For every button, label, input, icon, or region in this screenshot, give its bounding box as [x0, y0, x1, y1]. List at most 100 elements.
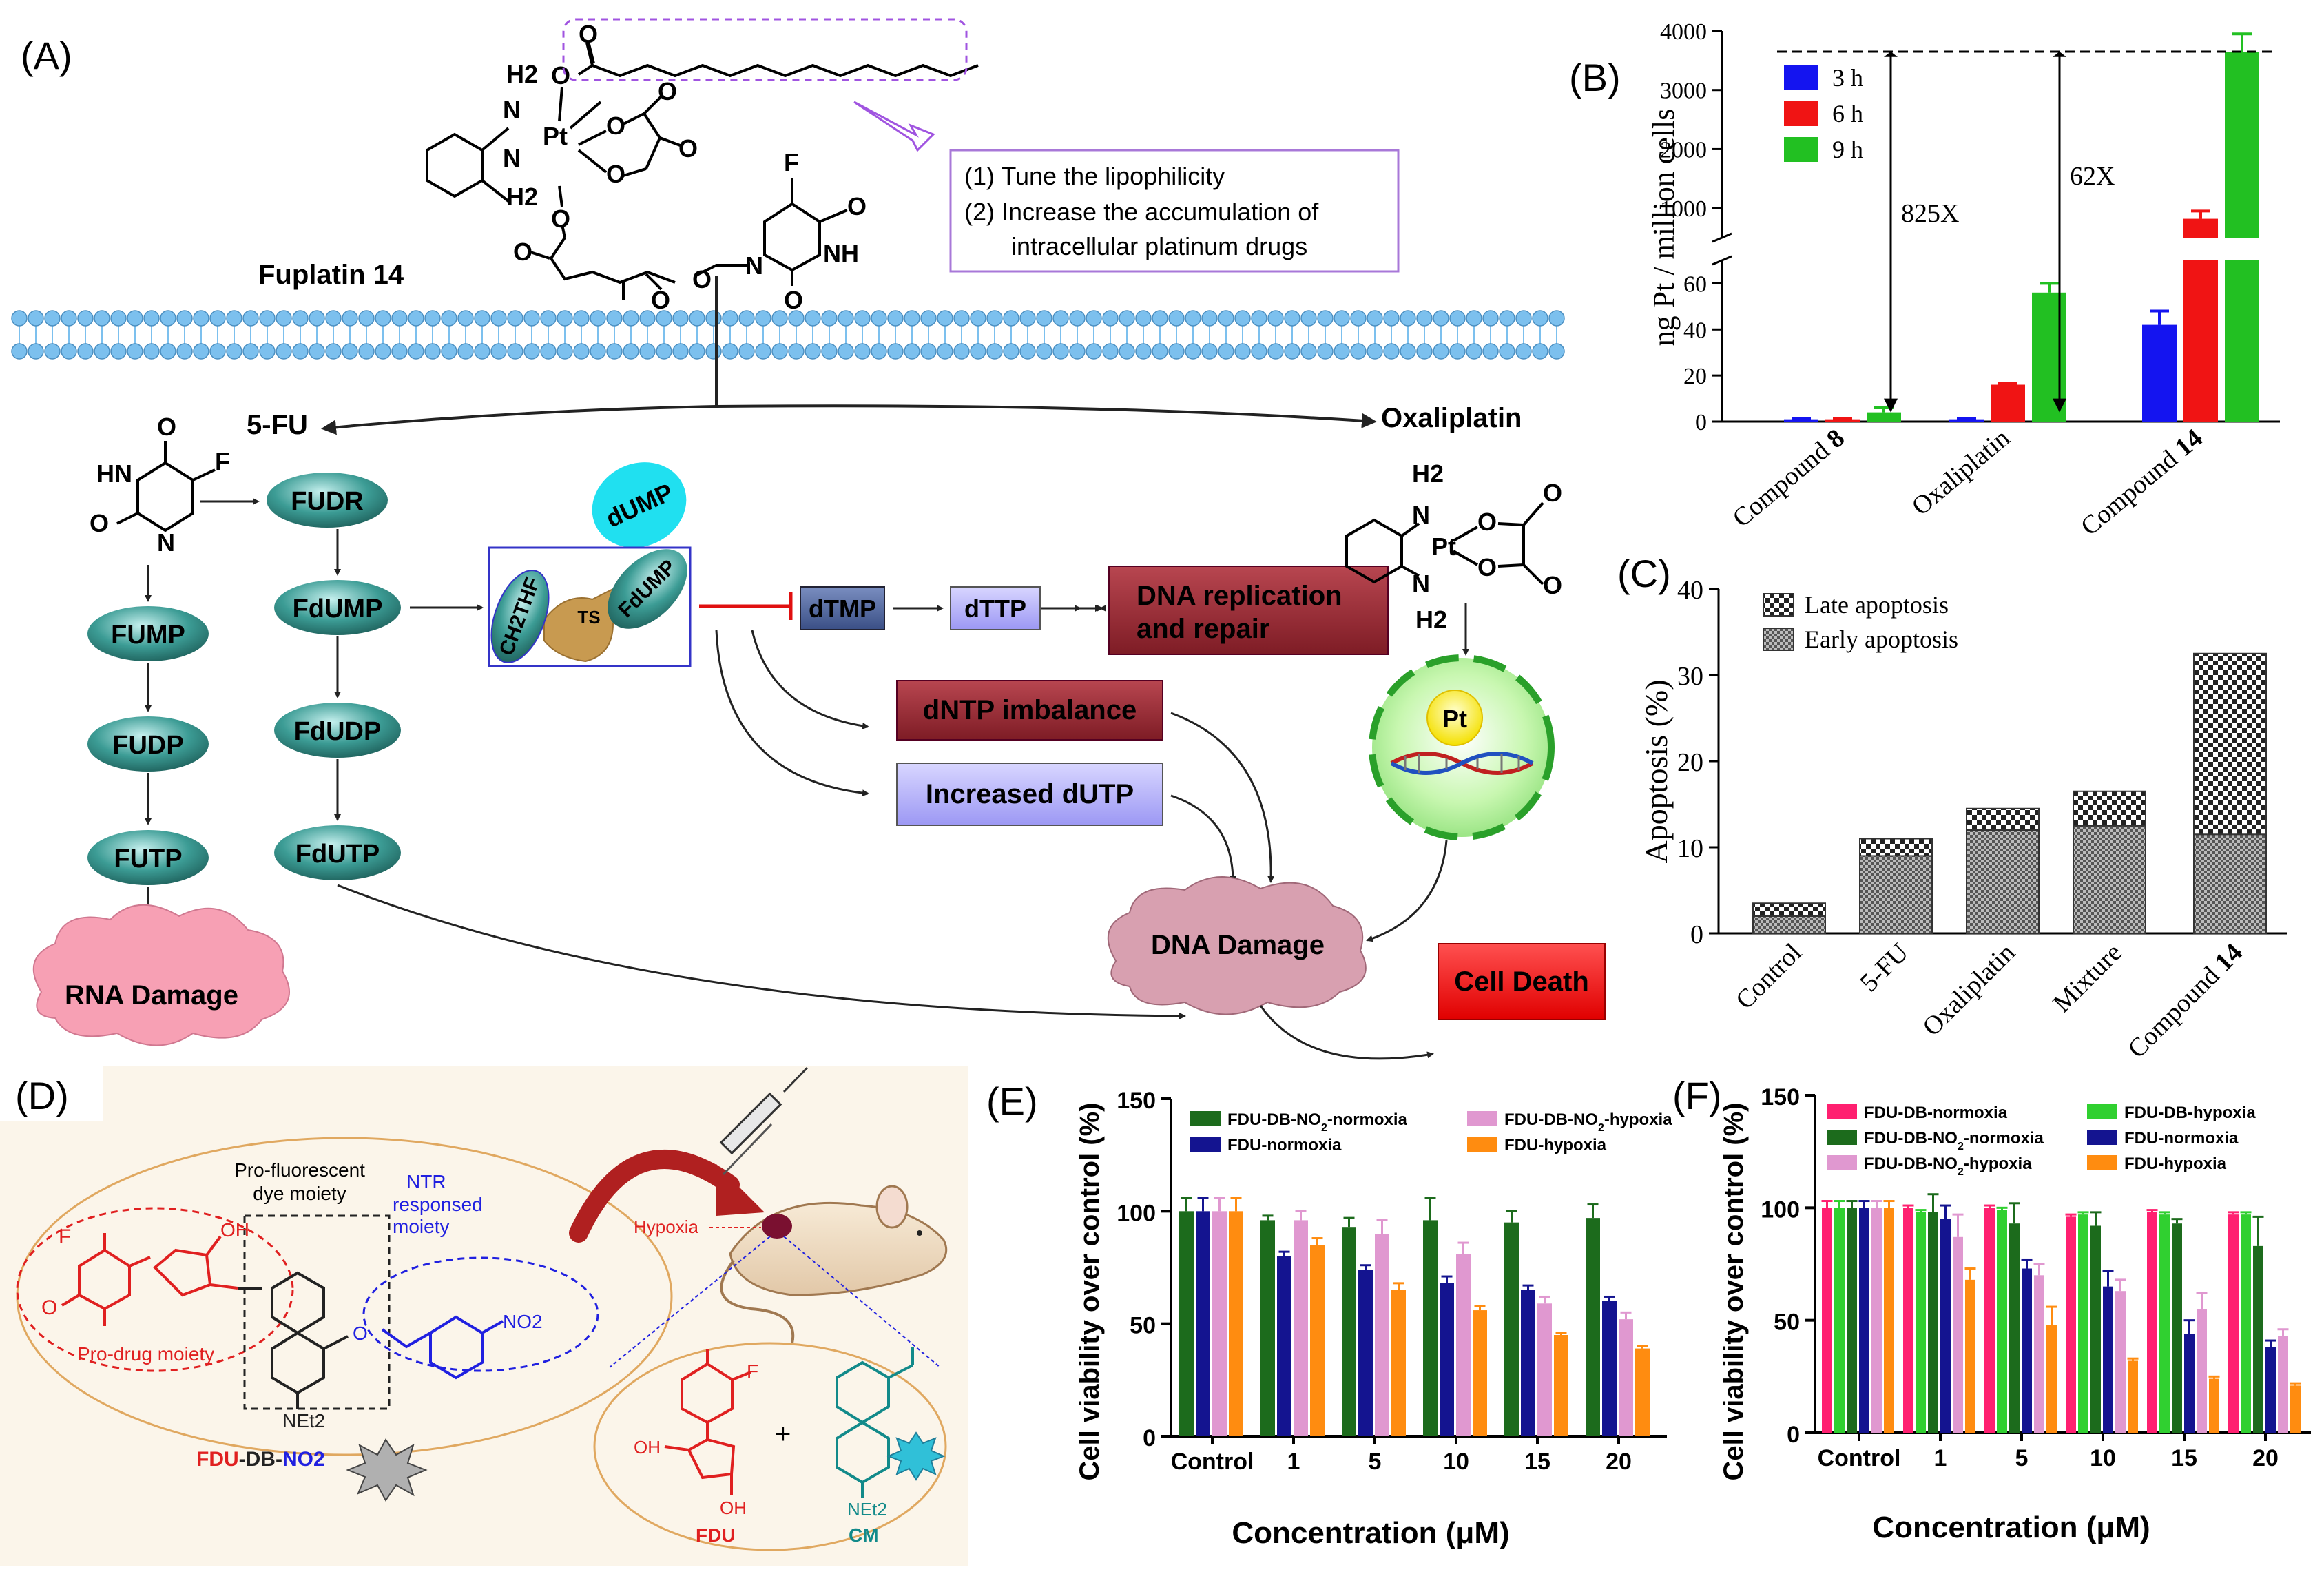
panel-d: (D)	[0, 1066, 968, 1566]
lipid-head	[391, 310, 408, 327]
lipid-head	[77, 343, 94, 360]
chart-f-bar	[1903, 1208, 1913, 1433]
lipid-head	[160, 343, 176, 360]
lipid-head	[838, 343, 854, 360]
atom-o: O	[1543, 571, 1562, 599]
atom-o: O	[658, 77, 677, 105]
chart-b-legend-swatch	[1784, 65, 1818, 90]
lipid-head	[160, 310, 176, 327]
fuplatin-label: Fuplatin 14	[258, 260, 404, 290]
lipid-head	[920, 343, 937, 360]
prodrug-moiety-outline	[16, 1207, 294, 1372]
chart-b-category-label: Oxaliplatin	[1907, 424, 2015, 521]
lipid-head	[970, 310, 986, 327]
chart-e-legend-text: -normoxia	[1327, 1110, 1408, 1129]
atom-f: F	[215, 447, 230, 475]
chart-f-bar	[1834, 1208, 1845, 1433]
oval-fdutp: FdUTP	[274, 825, 401, 880]
lipid-head	[937, 310, 953, 327]
lipid-head	[937, 343, 953, 360]
atom-pt: Pt	[543, 122, 568, 150]
panel-d-label-bg	[0, 1066, 103, 1121]
box-dttp: dTTP	[950, 586, 1041, 630]
lipid-head	[28, 343, 44, 360]
lipid-head	[176, 343, 193, 360]
lipid-head	[209, 310, 226, 327]
chart-b-category-label: Compound 14	[2075, 424, 2208, 541]
lipid-head	[1267, 343, 1284, 360]
lipid-head	[1482, 310, 1499, 327]
chart-b-tick-label: 1000	[1660, 196, 1707, 222]
atom-o: O	[678, 134, 698, 163]
lipid-head	[738, 343, 755, 360]
lipid-head	[408, 310, 424, 327]
chart-c-tick-label: 20	[1677, 748, 1703, 777]
chart-b-fold-arrowhead	[1884, 52, 1898, 57]
panel-b: (B) ng Pt / million cells 02040601000200…	[1569, 19, 2280, 541]
panel-f: (F) Cell viability over control (%) Conc…	[1672, 1074, 2311, 1544]
chart-f-bar	[1822, 1208, 1832, 1433]
lipid-head	[1218, 310, 1234, 327]
lipid-head	[1135, 310, 1152, 327]
chart-f-legend-text: FDU-DB-NO	[1864, 1154, 1958, 1173]
chart-c-bar-late	[1966, 807, 2040, 831]
chart-e-legend-text: -hypoxia	[1604, 1110, 1672, 1129]
fuplatin-structure	[426, 41, 979, 300]
label-db: -DB-	[239, 1448, 282, 1471]
lipid-head	[1350, 343, 1367, 360]
chart-b-annotation: 825X	[1901, 199, 1959, 228]
chart-b-bar	[2142, 324, 2177, 422]
lipid-head	[375, 343, 391, 360]
chart-f-legend-subscript: 2	[1958, 1141, 1964, 1152]
lipid-head	[1416, 310, 1433, 327]
atom-o: O	[513, 238, 532, 266]
chart-f-tick-label: 100	[1761, 1197, 1800, 1223]
chart-c-legend-swatch	[1763, 593, 1794, 617]
oval-fudr: FUDR	[267, 473, 388, 528]
chart-f-bar	[2172, 1223, 2182, 1433]
chart-f-bar	[2115, 1291, 2126, 1433]
lipid-head	[77, 310, 94, 327]
chart-e-category-label: 5	[1369, 1449, 1382, 1475]
lipid-head	[1499, 310, 1515, 327]
label-no2: NO2	[282, 1448, 325, 1471]
lipid-head	[1019, 310, 1036, 327]
chart-e-bar	[1586, 1218, 1600, 1436]
panel-e-label: (E)	[986, 1079, 1038, 1123]
lipid-head	[226, 310, 242, 327]
oxaliplatin-structure	[1345, 501, 1544, 586]
chart-c-bar-late	[2193, 652, 2267, 836]
lipid-head	[457, 310, 474, 327]
lipid-head	[1449, 343, 1466, 360]
chart-e-bar	[1196, 1211, 1210, 1436]
chart-b-fold-arrowhead	[2053, 398, 2066, 413]
chart-f-bar	[1965, 1279, 1975, 1433]
lipid-head	[557, 310, 573, 327]
chart-b-legend-swatch	[1784, 137, 1818, 162]
atom-no2: NO2	[503, 1311, 543, 1332]
chart-f-bar	[2078, 1214, 2088, 1433]
lipid-head	[1052, 343, 1069, 360]
atom-pt: Pt	[1431, 532, 1456, 561]
lipid-head	[1201, 343, 1218, 360]
oval-futp: FUTP	[87, 830, 209, 885]
lipid-head	[722, 343, 738, 360]
chart-f-bar	[1884, 1208, 1894, 1433]
chart-e-tick-label: 50	[1130, 1313, 1156, 1339]
rna-damage-cloud: RNA Damage	[32, 904, 290, 1046]
panel-b-label: (B)	[1569, 56, 1621, 99]
chart-e-bar	[1260, 1220, 1275, 1436]
lipid-head	[507, 343, 523, 360]
chart-e-bar	[1473, 1310, 1487, 1436]
chart-c-legend-swatch	[1763, 628, 1794, 651]
lipid-head	[953, 310, 970, 327]
fuplatin-atoms: H2 N Pt N H2 O O O O O O O O O O N F O N…	[503, 20, 867, 314]
chart-f-legend-label: FDU-DB-NO2-normoxia	[1864, 1129, 2044, 1152]
lipid-head	[325, 310, 342, 327]
lipid-head	[358, 310, 375, 327]
chart-e-tick-label: 150	[1117, 1088, 1156, 1114]
lipid-head	[292, 343, 309, 360]
